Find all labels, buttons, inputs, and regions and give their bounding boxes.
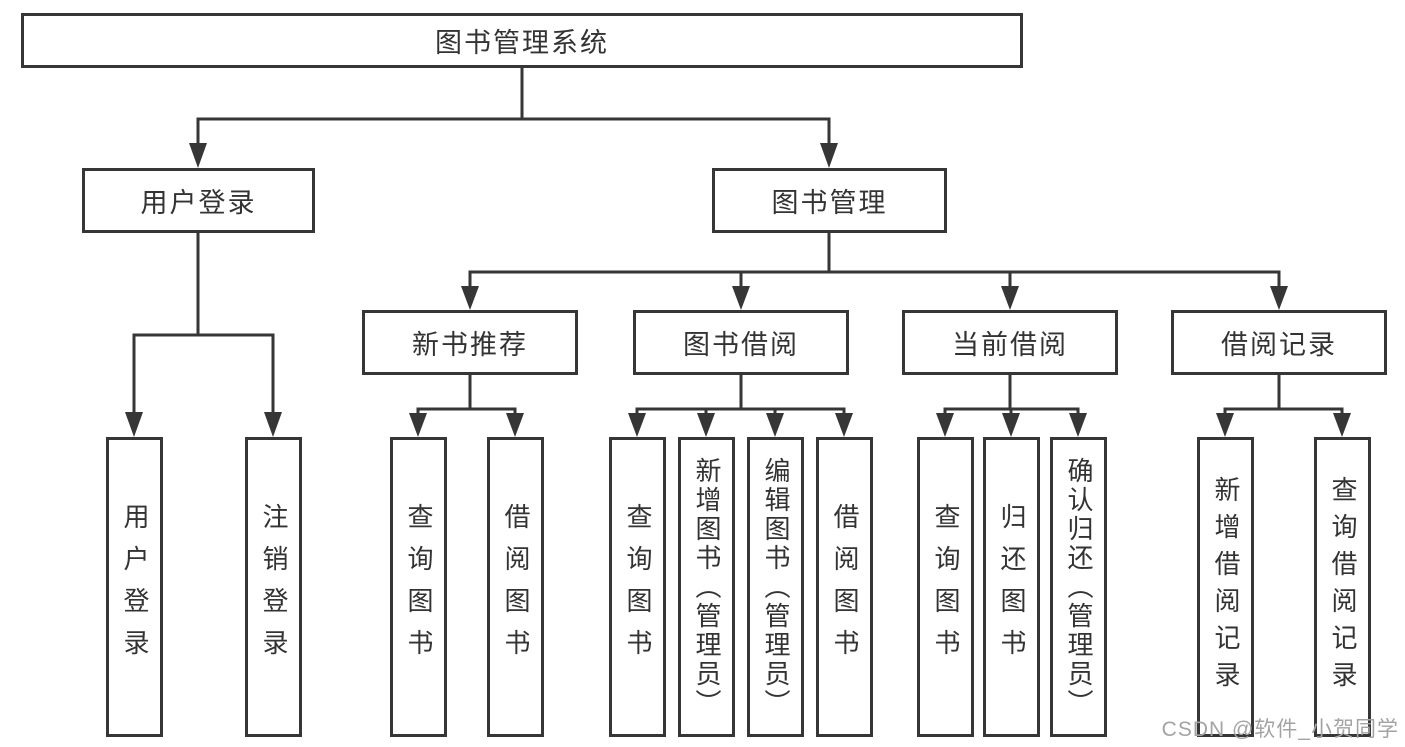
node-book-management: 图书管理 — [712, 168, 947, 233]
leaf-query-books-recommend: 查询图书 — [390, 437, 447, 737]
arrowhead — [766, 413, 784, 437]
connector-current-borrow-to-leaves — [936, 375, 1087, 437]
node-label: 图书借阅 — [683, 330, 799, 360]
connector-new-book-recommend-to-leaves — [409, 375, 524, 437]
leaf-logout: 注销登录 — [245, 437, 302, 737]
arrowhead — [125, 412, 143, 437]
arrowhead — [1001, 286, 1019, 310]
node-borrow-records: 借阅记录 — [1171, 310, 1387, 375]
connector-book-management-to-level3 — [461, 233, 1288, 310]
leaf-borrow-books: 借阅图书 — [816, 437, 873, 737]
arrowhead — [506, 413, 524, 437]
leaf-borrow-books-recommend: 借阅图书 — [487, 437, 544, 737]
node-new-book-recommend: 新书推荐 — [362, 310, 578, 375]
arrowhead — [189, 143, 207, 168]
connector-book-borrow-to-leaves — [628, 375, 853, 437]
node-label: 图书管理 — [771, 188, 888, 218]
node-book-borrow: 图书借阅 — [633, 310, 849, 375]
arrowhead — [628, 413, 646, 437]
leaf-add-borrow-record: 新增借阅记录 — [1197, 437, 1254, 737]
leaf-return-book: 归还图书 — [983, 437, 1040, 737]
arrowhead — [1270, 286, 1288, 310]
arrowhead — [1069, 413, 1087, 437]
connector-user-login-to-leaves — [125, 232, 282, 437]
node-label: 图书管理系统 — [435, 28, 609, 58]
node-label: 当前借阅 — [952, 330, 1068, 360]
arrowhead — [461, 286, 479, 310]
arrowhead — [1333, 413, 1351, 437]
arrowhead — [409, 413, 427, 437]
arrowhead — [732, 286, 750, 310]
arrowhead — [1002, 413, 1020, 437]
connector-borrow-records-to-leaves — [1216, 375, 1351, 437]
leaf-query-borrow-record: 查询借阅记录 — [1314, 437, 1371, 737]
node-current-borrow: 当前借阅 — [902, 310, 1118, 375]
node-root-library-system: 图书管理系统 — [21, 13, 1023, 68]
leaf-add-book-admin: 新增图书（管理员） — [678, 437, 735, 737]
node-label: 借阅记录 — [1221, 330, 1337, 360]
arrowhead — [1216, 413, 1234, 437]
leaf-query-books-borrow: 查询图书 — [609, 437, 666, 737]
arrowhead — [264, 412, 282, 437]
node-label: 新书推荐 — [412, 330, 528, 360]
leaf-query-books-current: 查询图书 — [917, 437, 974, 737]
csdn-watermark: CSDN @软件_小贺同学 — [1161, 718, 1399, 741]
leaf-confirm-return-admin: 确认归还（管理员） — [1050, 437, 1107, 737]
arrowhead — [936, 413, 954, 437]
node-label: 用户登录 — [140, 188, 257, 218]
leaf-user-login: 用户登录 — [106, 437, 163, 737]
arrowhead — [820, 143, 838, 168]
leaf-edit-book-admin: 编辑图书（管理员） — [747, 437, 804, 737]
arrowhead — [835, 413, 853, 437]
node-user-login: 用户登录 — [82, 168, 315, 233]
connector-root-to-level2 — [189, 68, 838, 168]
arrowhead — [697, 413, 715, 437]
